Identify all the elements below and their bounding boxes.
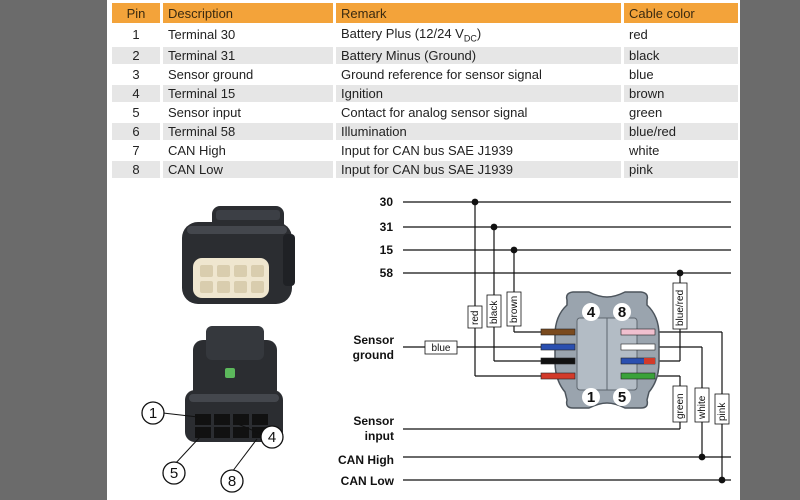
- sensor-input-label-line1: Sensor: [353, 414, 394, 428]
- remark-text: Battery Plus (12/24 V: [341, 26, 464, 41]
- cell-remark: Illumination: [336, 122, 621, 140]
- bus-label-15: 15: [380, 243, 394, 257]
- sensor-input-label-line2: input: [365, 429, 394, 443]
- connector-photo-rear: [185, 326, 283, 442]
- bus-label-30: 30: [380, 195, 394, 209]
- bus-label-58: 58: [380, 266, 394, 280]
- cell-pin: 5: [112, 103, 160, 121]
- cell-remark: Battery Plus (12/24 VDC): [336, 25, 621, 45]
- sensor-ground-label-line2: ground: [353, 348, 394, 362]
- cell-description: Terminal 58: [163, 122, 333, 140]
- table-row: 6 Terminal 58 Illumination blue/red: [112, 122, 738, 140]
- sensor-ground-label-line1: Sensor: [353, 333, 394, 347]
- table-row: 4 Terminal 15 Ignition brown: [112, 84, 738, 102]
- cell-description: Sensor ground: [163, 65, 333, 83]
- connector-schematic: 4 8 1 5: [540, 291, 660, 409]
- cell-pin: 7: [112, 141, 160, 159]
- cell-pin: 6: [112, 122, 160, 140]
- remark-text-end: ): [476, 26, 482, 41]
- cell-cable-color: pink: [624, 160, 738, 178]
- cell-description: CAN High: [163, 141, 333, 159]
- callout-1-label: 1: [149, 405, 157, 422]
- connector-pin-1-label: 1: [587, 389, 595, 406]
- table-row: 5 Sensor input Contact for analog sensor…: [112, 103, 738, 121]
- wire-label-blue-red: blue/red: [675, 290, 686, 326]
- table-row: 1 Terminal 30 Battery Plus (12/24 VDC) r…: [112, 25, 738, 45]
- cell-remark: Input for CAN bus SAE J1939: [336, 141, 621, 159]
- cell-remark: Ground reference for sensor signal: [336, 65, 621, 83]
- callout-pin-1: 1: [141, 401, 165, 425]
- cell-cable-color: brown: [624, 84, 738, 102]
- wire-label-pink: pink: [717, 402, 728, 421]
- wire-label-red: red: [470, 311, 481, 325]
- junction-dots: [471, 198, 726, 484]
- pin-table: Pin Description Remark Cable color 1 Ter…: [109, 1, 741, 180]
- wire-label-black: black: [489, 300, 500, 324]
- remark-subscript: DC: [463, 33, 477, 44]
- cell-cable-color: white: [624, 141, 738, 159]
- connector-pin-4-label: 4: [587, 304, 596, 321]
- connector-pin-5-label: 5: [618, 389, 626, 406]
- table-row: 7 CAN High Input for CAN bus SAE J1939 w…: [112, 141, 738, 159]
- wire-label-blue: blue: [432, 343, 451, 354]
- cell-description: Sensor input: [163, 103, 333, 121]
- cell-remark: Input for CAN bus SAE J1939: [336, 160, 621, 178]
- wire-label-brown: brown: [509, 296, 520, 323]
- bus-label-31: 31: [380, 220, 394, 234]
- col-header-pin: Pin: [112, 3, 160, 23]
- col-header-cable-color: Cable color: [624, 3, 738, 23]
- callout-5-label: 5: [170, 465, 178, 482]
- wiring-diagram: 1 4 5 8: [141, 195, 731, 493]
- content-panel: Pin Description Remark Cable color 1 Ter…: [107, 0, 740, 500]
- callout-4-label: 4: [268, 429, 276, 446]
- cell-cable-color: green: [624, 103, 738, 121]
- cell-cable-color: blue: [624, 65, 738, 83]
- col-header-description: Description: [163, 3, 333, 23]
- connector-photo-front: [182, 206, 295, 304]
- table-row: 8 CAN Low Input for CAN bus SAE J1939 pi…: [112, 160, 738, 178]
- col-header-remark: Remark: [336, 3, 621, 23]
- table-row: 2 Terminal 31 Battery Minus (Ground) bla…: [112, 46, 738, 64]
- cell-pin: 1: [112, 25, 160, 45]
- callout-pin-5: 5: [162, 461, 186, 485]
- cell-pin: 8: [112, 160, 160, 178]
- cell-remark: Battery Minus (Ground): [336, 46, 621, 64]
- can-high-label: CAN High: [338, 453, 394, 467]
- cell-description: Terminal 30: [163, 25, 333, 45]
- callout-pin-8: 8: [220, 469, 244, 493]
- pin-callouts: 1 4 5 8: [141, 401, 284, 493]
- table-row: 3 Sensor ground Ground reference for sen…: [112, 65, 738, 83]
- cell-description: CAN Low: [163, 160, 333, 178]
- cell-description: Terminal 31: [163, 46, 333, 64]
- cell-pin: 4: [112, 84, 160, 102]
- callout-pin-4: 4: [260, 425, 284, 449]
- connector-pin-8-label: 8: [618, 304, 626, 321]
- can-low-label: CAN Low: [341, 474, 395, 488]
- left-gray-margin: [0, 0, 107, 500]
- cell-pin: 2: [112, 46, 160, 64]
- table-header-row: Pin Description Remark Cable color: [112, 3, 738, 23]
- wire-tags: red black brown blue blue/red green whit…: [424, 282, 730, 425]
- cell-remark: Ignition: [336, 84, 621, 102]
- wire-label-white: white: [697, 395, 708, 420]
- right-gray-margin: [740, 0, 800, 500]
- callout-8-label: 8: [228, 473, 236, 490]
- cell-remark: Contact for analog sensor signal: [336, 103, 621, 121]
- cell-description: Terminal 15: [163, 84, 333, 102]
- cell-pin: 3: [112, 65, 160, 83]
- cell-cable-color: red: [624, 25, 738, 45]
- wire-label-green: green: [675, 393, 686, 419]
- cell-cable-color: blue/red: [624, 122, 738, 140]
- cell-cable-color: black: [624, 46, 738, 64]
